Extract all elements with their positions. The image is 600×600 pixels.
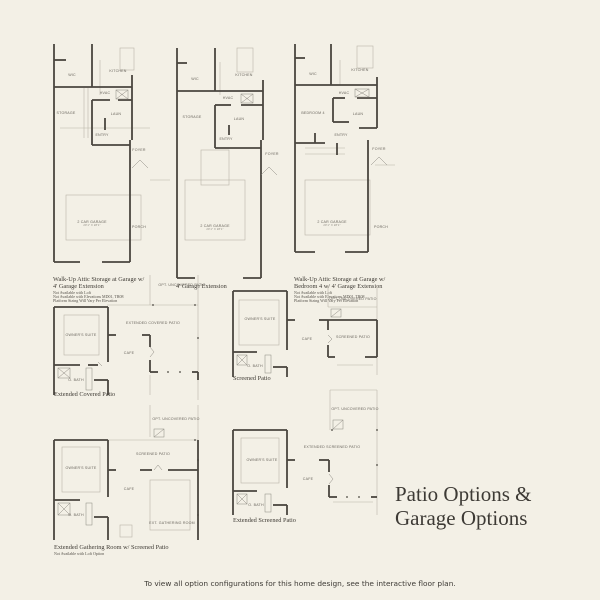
plan-walk-up-attic-storage: WIC KITCHEN HVAC LAUN STORAGE ENTRY FOYE… [40,40,170,303]
room-foyer: FOYER [265,152,279,156]
plan-extended-screened-patio: OPT. UNCOVERED PATIO EXTENDED SCREENED P… [225,389,385,530]
room-cafe: CAFE [123,487,135,491]
floorplan-drawing [53,405,199,540]
room-hvac: HVAC [222,96,234,100]
room-owners-suite: OWNER'S SUITE [65,466,97,470]
plan-walk-up-attic-bedroom-4: WIC KITCHEN HVAC LAUN BEDROOM 4 ENTRY FO… [285,40,415,303]
room-porch: PORCH [132,225,146,229]
room-ext-gathering-room: EXT. GATHERING ROOM [149,521,195,525]
room-owners-bath: O. BATH [68,513,84,517]
room-entry: ENTRY [334,133,348,137]
room-entry: ENTRY [219,137,233,141]
interactive-floor-plan-note: To view all option configurations for th… [144,579,456,588]
floorplan-drawing [232,389,378,515]
plan-caption: Extended Covered Patio [54,391,116,398]
room-bedroom-4: BEDROOM 4 [301,111,325,115]
plan-extended-gathering-room: OPT. UNCOVERED PATIO SCREENED PATIO OWNE… [40,405,210,560]
plan-screened-patio: OPT. UNCOVERED PATIO SCREENED PATIO OWNE… [225,285,385,385]
plan-caption: 4' Garage Extension [176,283,227,290]
plan-garage-extension: WIC KITCHEN HVAC LAUN STORAGE ENTRY FOYE… [165,40,285,290]
room-kitchen: KITCHEN [109,69,127,73]
room-owners-bath: O. BATH [247,364,263,368]
room-entry: ENTRY [95,133,109,137]
room-owners-bath: O. BATH [68,378,84,382]
room-wic: WIC [309,72,317,76]
room-owners-suite: OWNER'S SUITE [65,333,97,337]
room-laun: LAUN [352,112,364,116]
room-cafe: CAFE [301,337,313,341]
room-wic: WIC [191,77,199,81]
room-extended-screened-patio: EXTENDED SCREENED PATIO [303,445,361,449]
room-storage: STORAGE [56,111,76,115]
room-storage: STORAGE [182,115,202,119]
room-opt-uncovered-patio: OPT. UNCOVERED PATIO [329,297,377,301]
room-hvac: HVAC [99,91,111,95]
room-porch: PORCH [374,225,388,229]
plan-extended-covered-patio: OPT. UNCOVERED PATIO EXTENDED COVERED PA… [40,275,210,405]
room-laun: LAUN [110,112,122,116]
plan-notes: Not Available with Loft Option [54,551,105,556]
floorplan-drawing [53,275,199,400]
room-cafe: CAFE [123,351,135,355]
room-opt-uncovered-patio: OPT. UNCOVERED PATIO [158,283,206,287]
room-opt-uncovered-patio: OPT. UNCOVERED PATIO [331,407,379,411]
plan-caption: Extended Screened Patio [233,517,296,524]
room-cafe: CAFE [302,477,314,481]
plan-caption: Walk-Up Attic Storage at Garage w/4' Gar… [53,276,145,290]
room-wic: WIC [68,73,76,77]
floorplan-drawing [53,44,170,263]
room-screened-patio: SCREENED PATIO [135,452,171,456]
room-owners-bath: O. BATH [248,503,264,507]
floorplan-drawing [294,44,395,253]
plan-caption: Extended Gathering Room w/ Screened Pati… [54,544,169,551]
room-foyer: FOYER [132,148,146,152]
plan-caption: Screened Patio [233,375,271,382]
floorplan-drawing [176,47,278,279]
room-hvac: HVAC [338,91,350,95]
page-title: Patio Options & Garage Options [395,482,532,530]
room-owners-suite: OWNER'S SUITE [244,317,276,321]
room-opt-uncovered-patio: OPT. UNCOVERED PATIO [152,417,200,421]
room-screened-patio: SCREENED PATIO [335,335,371,339]
room-kitchen: KITCHEN [351,68,369,72]
plan-caption: Walk-Up Attic Storage at Garage w/Bedroo… [294,276,386,290]
floorplan-drawing [232,285,378,377]
room-kitchen: KITCHEN [235,73,253,77]
room-foyer: FOYER [372,147,386,151]
room-laun: LAUN [233,117,245,121]
room-extended-covered-patio: EXTENDED COVERED PATIO [126,321,180,325]
room-owners-suite: OWNER'S SUITE [246,458,278,462]
